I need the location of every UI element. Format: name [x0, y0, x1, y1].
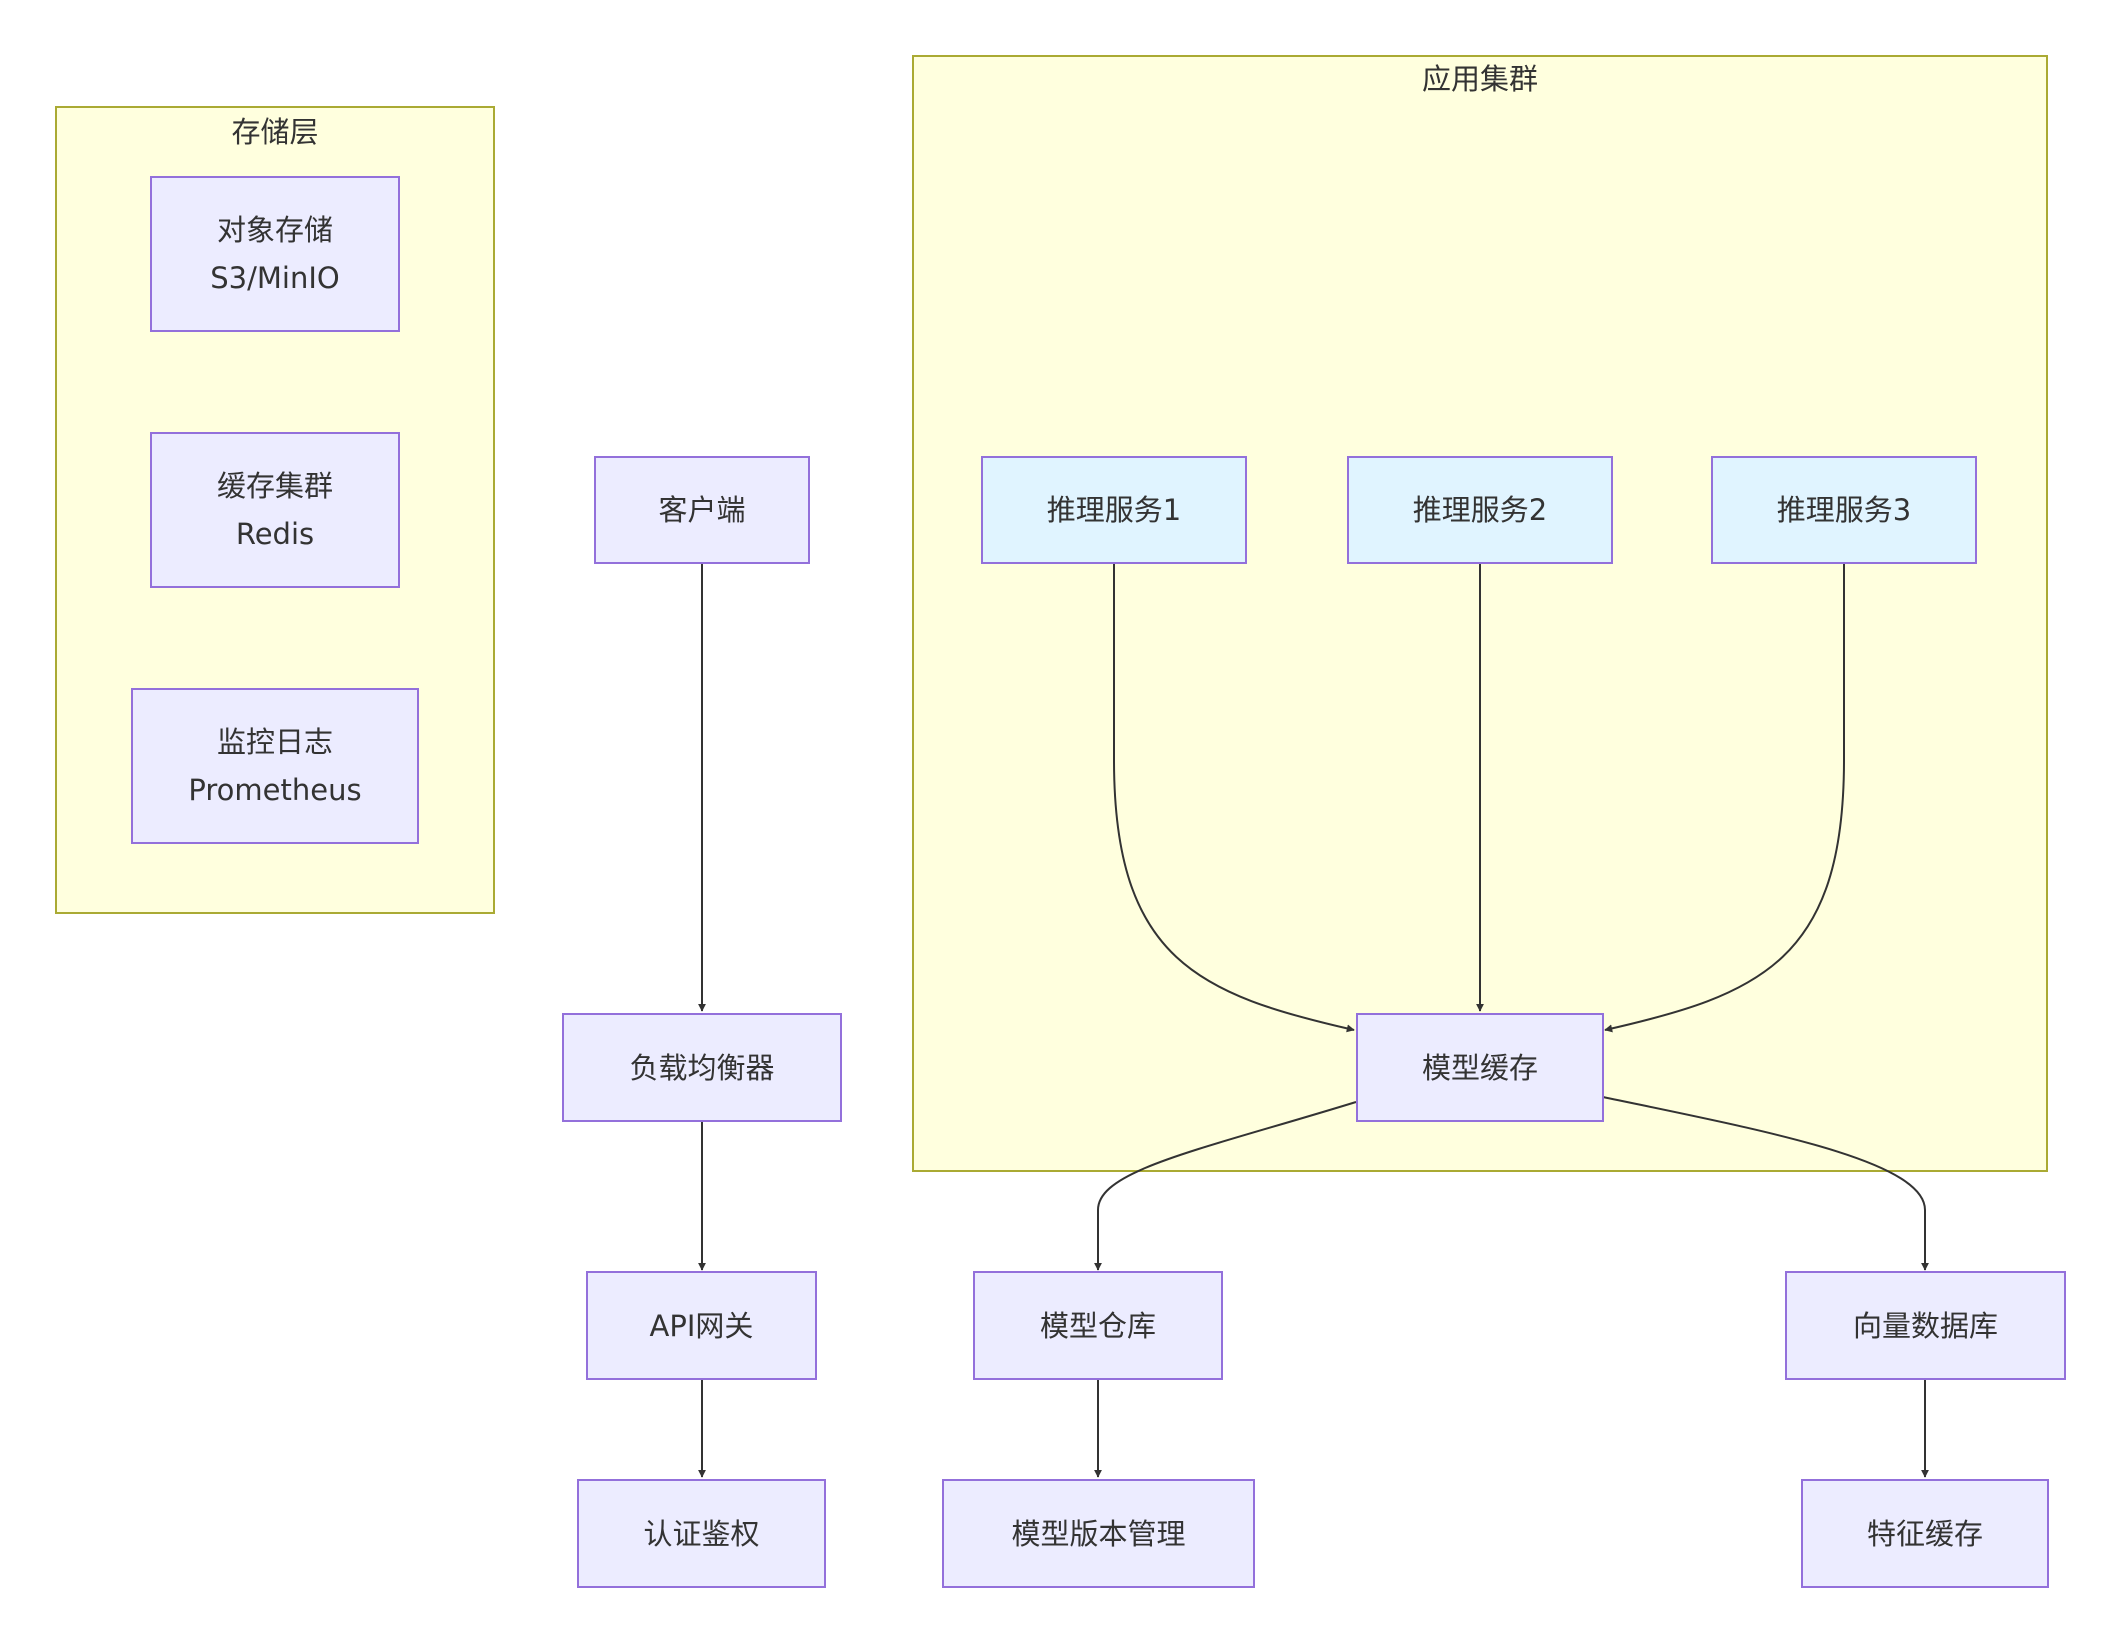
node-cache-cluster-line2: Redis: [235, 517, 315, 551]
node-client-label: 客户端: [658, 493, 746, 527]
node-api-gateway[interactable]: API网关: [586, 1271, 817, 1380]
node-model-cache[interactable]: 模型缓存: [1356, 1013, 1604, 1122]
node-auth[interactable]: 认证鉴权: [577, 1479, 826, 1588]
node-inference-1-label: 推理服务1: [1046, 493, 1182, 527]
node-vector-db-label: 向量数据库: [1852, 1308, 1998, 1343]
node-monitoring[interactable]: 监控日志 Prometheus: [131, 688, 419, 844]
node-api-gateway-label: API网关: [649, 1308, 754, 1343]
cluster-title-storage: 存储层: [231, 115, 319, 149]
node-model-cache-label: 模型缓存: [1421, 1050, 1538, 1085]
node-cache-cluster-line1: 缓存集群: [216, 469, 333, 503]
node-client[interactable]: 客户端: [594, 456, 810, 564]
node-auth-label: 认证鉴权: [643, 1516, 760, 1551]
node-cache-cluster[interactable]: 缓存集群 Redis: [150, 432, 400, 588]
node-feature-cache[interactable]: 特征缓存: [1801, 1479, 2049, 1588]
node-load-balancer-label: 负载均衡器: [629, 1050, 775, 1085]
node-object-storage[interactable]: 对象存储 S3/MinIO: [150, 176, 400, 332]
cluster-title-app: 应用集群: [1421, 62, 1538, 96]
node-object-storage-line2: S3/MinIO: [210, 261, 340, 295]
node-model-version-label: 模型版本管理: [1011, 1516, 1186, 1551]
node-inference-1[interactable]: 推理服务1: [981, 456, 1247, 564]
node-object-storage-line1: 对象存储: [216, 213, 333, 247]
node-load-balancer[interactable]: 负载均衡器: [562, 1013, 842, 1122]
node-inference-3[interactable]: 推理服务3: [1711, 456, 1977, 564]
node-inference-3-label: 推理服务3: [1776, 493, 1912, 527]
node-model-repo[interactable]: 模型仓库: [973, 1271, 1223, 1380]
node-model-version[interactable]: 模型版本管理: [942, 1479, 1255, 1588]
node-model-repo-label: 模型仓库: [1039, 1308, 1156, 1343]
node-inference-2-label: 推理服务2: [1412, 493, 1548, 527]
node-monitoring-line2: Prometheus: [188, 773, 362, 807]
node-feature-cache-label: 特征缓存: [1866, 1516, 1983, 1551]
cluster-app-cluster: 应用集群: [912, 55, 2048, 1172]
node-monitoring-line1: 监控日志: [216, 725, 333, 759]
node-vector-db[interactable]: 向量数据库: [1785, 1271, 2066, 1380]
node-inference-2[interactable]: 推理服务2: [1347, 456, 1613, 564]
